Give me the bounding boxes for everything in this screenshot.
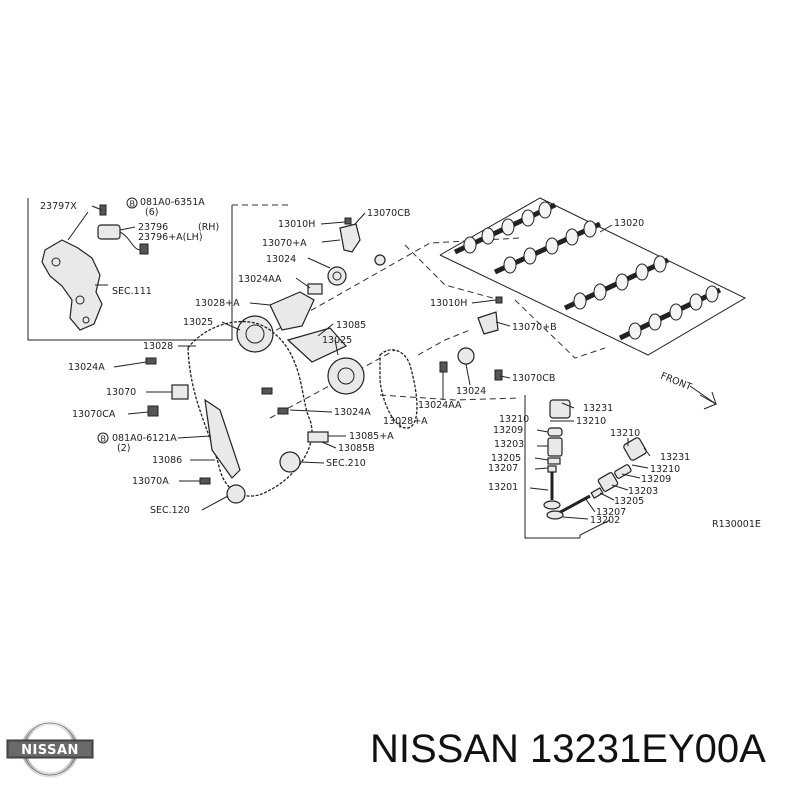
label-sec111: SEC.111	[112, 286, 152, 297]
label-v13231-b: 13231	[660, 452, 690, 463]
label-13070cb-a: 13070CB	[367, 208, 410, 219]
label-sec120: SEC.120	[150, 505, 190, 516]
label-front: FRONT	[659, 371, 693, 393]
label-13025-b: 13025	[322, 335, 352, 346]
label-bolt-mid: 081A0-6121A	[112, 433, 177, 444]
part-number-caption: NISSAN 13231EY00A	[370, 727, 766, 771]
svg-text:B: B	[101, 435, 107, 444]
label-13010h-a: 13010H	[278, 219, 315, 230]
label-13070ca: 13070CA	[72, 409, 116, 420]
label-v13203-b: 13203	[628, 486, 658, 497]
label-v13231-a: 13231	[583, 403, 613, 414]
label-23796: 23796	[138, 222, 168, 233]
nissan-logo: NISSAN	[6, 720, 94, 778]
camshafts: 13020	[439, 197, 747, 356]
label-13085: 13085	[336, 320, 366, 331]
label-13070a: 13070A	[132, 476, 169, 487]
sensor-inset: B 23797X 081A0-6351A (6) 23796 (RH) 2379…	[27, 197, 233, 341]
label-v13202: 13202	[590, 515, 620, 526]
label-13024aa-b: 13024AA	[418, 400, 462, 411]
label-13085a: 13085+A	[349, 431, 394, 442]
label-23796-rh: (RH)	[198, 222, 219, 233]
label-v13207-a: 13207	[488, 463, 518, 474]
label-13070a-plus: 13070+A	[262, 238, 307, 249]
label-bolt-top: 081A0-6351A	[140, 197, 205, 208]
label-v13203-a: 13203	[494, 439, 524, 450]
label-13020: 13020	[614, 218, 644, 229]
label-v13209-a: 13209	[493, 425, 523, 436]
label-sec210: SEC.210	[326, 458, 366, 469]
arrow-front-icon: FRONT	[659, 371, 717, 410]
label-13024a-a: 13024A	[68, 362, 105, 373]
label-bolt-mid-qty: (2)	[117, 443, 130, 454]
label-13024-b: 13024	[456, 386, 486, 397]
label-v13201: 13201	[488, 482, 518, 493]
label-v13205-a: 13205	[491, 453, 521, 464]
label-13010h-b: 13010H	[430, 298, 467, 309]
label-13070b: 13070+B	[512, 322, 557, 333]
label-13086: 13086	[152, 455, 182, 466]
label-v13210-d: 13210	[650, 464, 680, 475]
label-13024aa-a: 13024AA	[238, 274, 282, 285]
label-v13209-b: 13209	[641, 474, 671, 485]
label-v13210-a: 13210	[499, 414, 529, 425]
label-13085b: 13085B	[338, 443, 375, 454]
label-v13210-b: 13210	[576, 416, 606, 427]
label-13028: 13028	[143, 341, 173, 352]
label-13024a-b: 13024A	[334, 407, 371, 418]
label-23796a: 23796+A(LH)	[138, 232, 203, 243]
label-13070cb-b: 13070CB	[512, 373, 555, 384]
label-13025-a: 13025	[183, 317, 213, 328]
label-bolt-top-qty: (6)	[145, 207, 158, 218]
label-v13210-c: 13210	[610, 428, 640, 439]
label-23797x: 23797X	[40, 201, 77, 212]
drawing-reference: R130001E	[712, 519, 761, 530]
sprocket-chain-assembly: B 13028+A 13025 13085 13025 13028 13024A…	[68, 291, 557, 516]
upper-middle-parts: 13010H 13070CB 13070+A 13024 13024AA	[238, 208, 410, 295]
label-13028a-b: 13028+A	[383, 416, 428, 427]
label-13070: 13070	[106, 387, 136, 398]
valve-train: 13231 13210 13210 13209 13203 13205 1320…	[488, 395, 690, 539]
label-13028a-a: 13028+A	[195, 298, 240, 309]
label-v13205-b: 13205	[614, 496, 644, 507]
label-13024-a: 13024	[266, 254, 296, 265]
label-v13207-b: 13207	[596, 507, 626, 518]
logo-text: NISSAN	[21, 743, 79, 758]
svg-text:B: B	[130, 200, 136, 209]
